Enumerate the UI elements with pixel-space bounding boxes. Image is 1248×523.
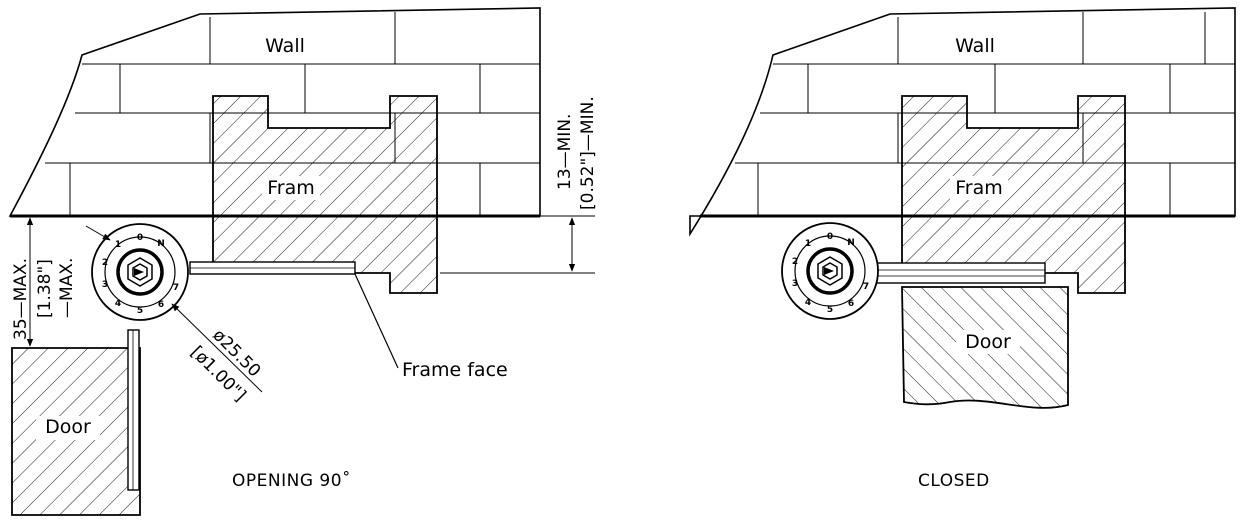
dim-min-in: [0.52"]—MIN. xyxy=(578,96,598,210)
closed-dial-digit-5: 5 xyxy=(827,305,833,315)
frame-label-bg-closed xyxy=(950,176,1008,200)
dial-digit-3: 3 xyxy=(102,280,108,290)
dimension-min-gap xyxy=(440,215,595,274)
dimension-max-gap xyxy=(12,217,111,349)
dial-digit-4: 4 xyxy=(115,299,121,309)
dial-digit-7: 7 xyxy=(173,283,179,293)
closed-dial-digit-0: 0 xyxy=(827,232,833,242)
closed-dial-digit-7: 7 xyxy=(863,282,869,292)
caption-opening: OPENING 90˚ xyxy=(232,470,351,491)
hinge-leaves-opening xyxy=(127,261,356,491)
frame-label-closed: Fram xyxy=(955,177,1003,199)
closed-dial-digit-3: 3 xyxy=(792,279,798,289)
closed-dial-digit-4: 4 xyxy=(805,298,811,308)
door-label-bg-closed xyxy=(956,330,1020,354)
dim-min-mm: 13—MIN. xyxy=(555,114,575,190)
opening-view: Wall Fram Door 0 N 1 2 3 4 xyxy=(8,7,598,516)
closed-dial-digit-2: 2 xyxy=(792,257,798,267)
closed-view: Wall Fram Door 0 N 1 2 3 4 5 6 7 xyxy=(689,7,1236,491)
dial-digit-5: 5 xyxy=(137,306,143,316)
frame-label: Fram xyxy=(267,177,315,199)
closed-dial-digit-n: N xyxy=(847,238,855,248)
dial-digit-1: 1 xyxy=(115,240,121,250)
door-label-bg xyxy=(36,416,100,440)
frame-label-bg xyxy=(262,176,320,200)
dim-max-in: [1.38"] xyxy=(35,259,55,318)
door-label: Door xyxy=(45,416,91,438)
door-label-closed: Door xyxy=(965,331,1011,353)
dim-max-suffix: —MAX. xyxy=(57,258,77,318)
frame-face-leader: Frame face xyxy=(354,273,508,381)
dial-digit-0: 0 xyxy=(137,233,143,243)
closed-dial-digit-6: 6 xyxy=(848,299,854,309)
hinge-leaves-closed xyxy=(869,262,1046,284)
hinge-dial-closed: 0 N 1 2 3 4 5 6 7 xyxy=(781,222,879,320)
dial-digit-n: N xyxy=(157,239,165,249)
wall-label-closed: Wall xyxy=(955,35,995,57)
hinge-dial-opening: 0 N 1 2 3 4 5 6 7 xyxy=(91,223,189,321)
dial-digit-6: 6 xyxy=(158,300,164,310)
dial-digit-2: 2 xyxy=(102,258,108,268)
dim-max-mm: 35—MAX. xyxy=(11,258,31,340)
dimension-diameter xyxy=(171,303,263,393)
frame-face-label: Frame face xyxy=(402,359,508,381)
closed-dial-digit-1: 1 xyxy=(805,239,811,249)
caption-closed: CLOSED xyxy=(918,471,990,491)
wall-label: Wall xyxy=(265,35,305,57)
